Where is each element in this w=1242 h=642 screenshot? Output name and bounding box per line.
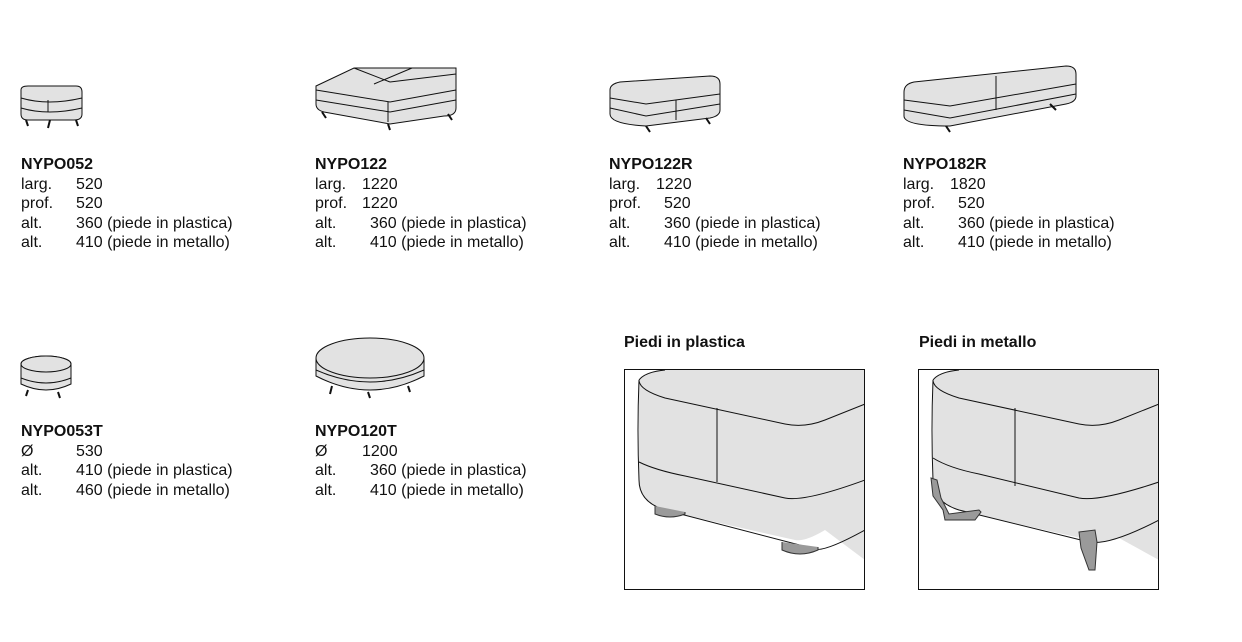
spec-nypo052: NYPO052 larg. 520 prof. 520 alt. 360 (piede…: [21, 155, 233, 253]
spec-value: 1220: [656, 175, 692, 193]
plastic-feet-detail: [624, 369, 865, 590]
spec-label: alt.: [315, 234, 337, 252]
spec-label: larg.: [21, 175, 53, 193]
spec-label: prof.: [21, 195, 54, 213]
spec-label: alt.: [315, 214, 337, 232]
spec-value: 1200: [362, 442, 398, 460]
plastic-feet-illustration: [637, 370, 864, 560]
spec-value: 1220: [362, 195, 398, 213]
spec-value: 410 (piede in metallo): [370, 234, 524, 252]
product-code: NYPO182R: [903, 156, 987, 173]
spec-nypo122r: NYPO122R larg. 1220 prof. 520 alt. 360 (pie…: [609, 155, 821, 253]
spec-value: 410 (piede in metallo): [958, 234, 1112, 252]
spec-nypo182r: NYPO182R larg. 1820 prof. 520 alt. 360 (pie…: [903, 155, 1115, 253]
spec-value: 520: [664, 195, 691, 213]
product-code: NYPO053T: [21, 423, 103, 440]
spec-value: 410 (piede in metallo): [370, 481, 524, 499]
spec-value: 530: [76, 442, 103, 460]
metal-feet-illustration: [930, 370, 1158, 571]
nypo122r-drawing: [609, 75, 721, 133]
spec-value: 1820: [950, 175, 986, 193]
metal-feet-detail: [918, 369, 1159, 590]
product-code: NYPO122: [315, 156, 388, 173]
product-code: NYPO122R: [609, 156, 693, 173]
spec-label: larg.: [903, 175, 935, 193]
spec-label: Ø: [315, 442, 328, 460]
spec-label: larg.: [609, 175, 641, 193]
spec-value: 520: [76, 175, 103, 193]
spec-label: prof.: [315, 195, 348, 213]
spec-label: alt.: [21, 234, 43, 252]
spec-label: alt.: [903, 214, 925, 232]
spec-value: 520: [958, 195, 985, 213]
nypo052-drawing: [20, 85, 83, 129]
spec-label: alt.: [315, 481, 337, 499]
spec-value: 360 (piede in plastica): [370, 462, 527, 480]
spec-value: 410 (piede in metallo): [664, 234, 818, 252]
product-code: NYPO052: [21, 156, 94, 173]
spec-nypo053t: NYPO053T Ø 530 alt. 410 (piede in plastica…: [21, 422, 233, 500]
spec-value: 520: [76, 195, 103, 213]
spec-label: alt.: [21, 214, 43, 232]
spec-value: 360 (piede in plastica): [664, 214, 821, 232]
spec-value: 360 (piede in plastica): [370, 214, 527, 232]
spec-label: prof.: [903, 195, 936, 213]
spec-nypo122: NYPO122 larg. 1220 prof. 1220 alt. 360 (pie…: [315, 155, 527, 253]
spec-nypo120t: NYPO120T Ø 1200 alt. 360 (piede in plastic…: [315, 422, 527, 500]
nypo120t-drawing: [315, 337, 425, 399]
metal-feet-caption: Piedi in metallo: [919, 334, 1037, 351]
spec-label: alt.: [21, 462, 43, 480]
product-code: NYPO120T: [315, 423, 397, 440]
spec-value: 360 (piede in plastica): [958, 214, 1115, 232]
spec-value: 410 (piede in plastica): [76, 462, 233, 480]
spec-label: larg.: [315, 175, 347, 193]
spec-label: alt.: [609, 214, 631, 232]
spec-label: alt.: [609, 234, 631, 252]
spec-label: Ø: [21, 442, 34, 460]
nypo122-drawing: [315, 67, 457, 131]
nypo053t-drawing: [20, 355, 72, 399]
spec-label: alt.: [21, 481, 43, 499]
spec-label: alt.: [903, 234, 925, 252]
spec-value: 1220: [362, 175, 398, 193]
spec-value: 410 (piede in metallo): [76, 234, 230, 252]
spec-value: 360 (piede in plastica): [76, 214, 233, 232]
plastic-feet-caption: Piedi in plastica: [624, 334, 745, 351]
spec-value: 460 (piede in metallo): [76, 481, 230, 499]
nypo182r-drawing: [903, 65, 1077, 133]
spec-label: prof.: [609, 195, 642, 213]
spec-label: alt.: [315, 462, 337, 480]
